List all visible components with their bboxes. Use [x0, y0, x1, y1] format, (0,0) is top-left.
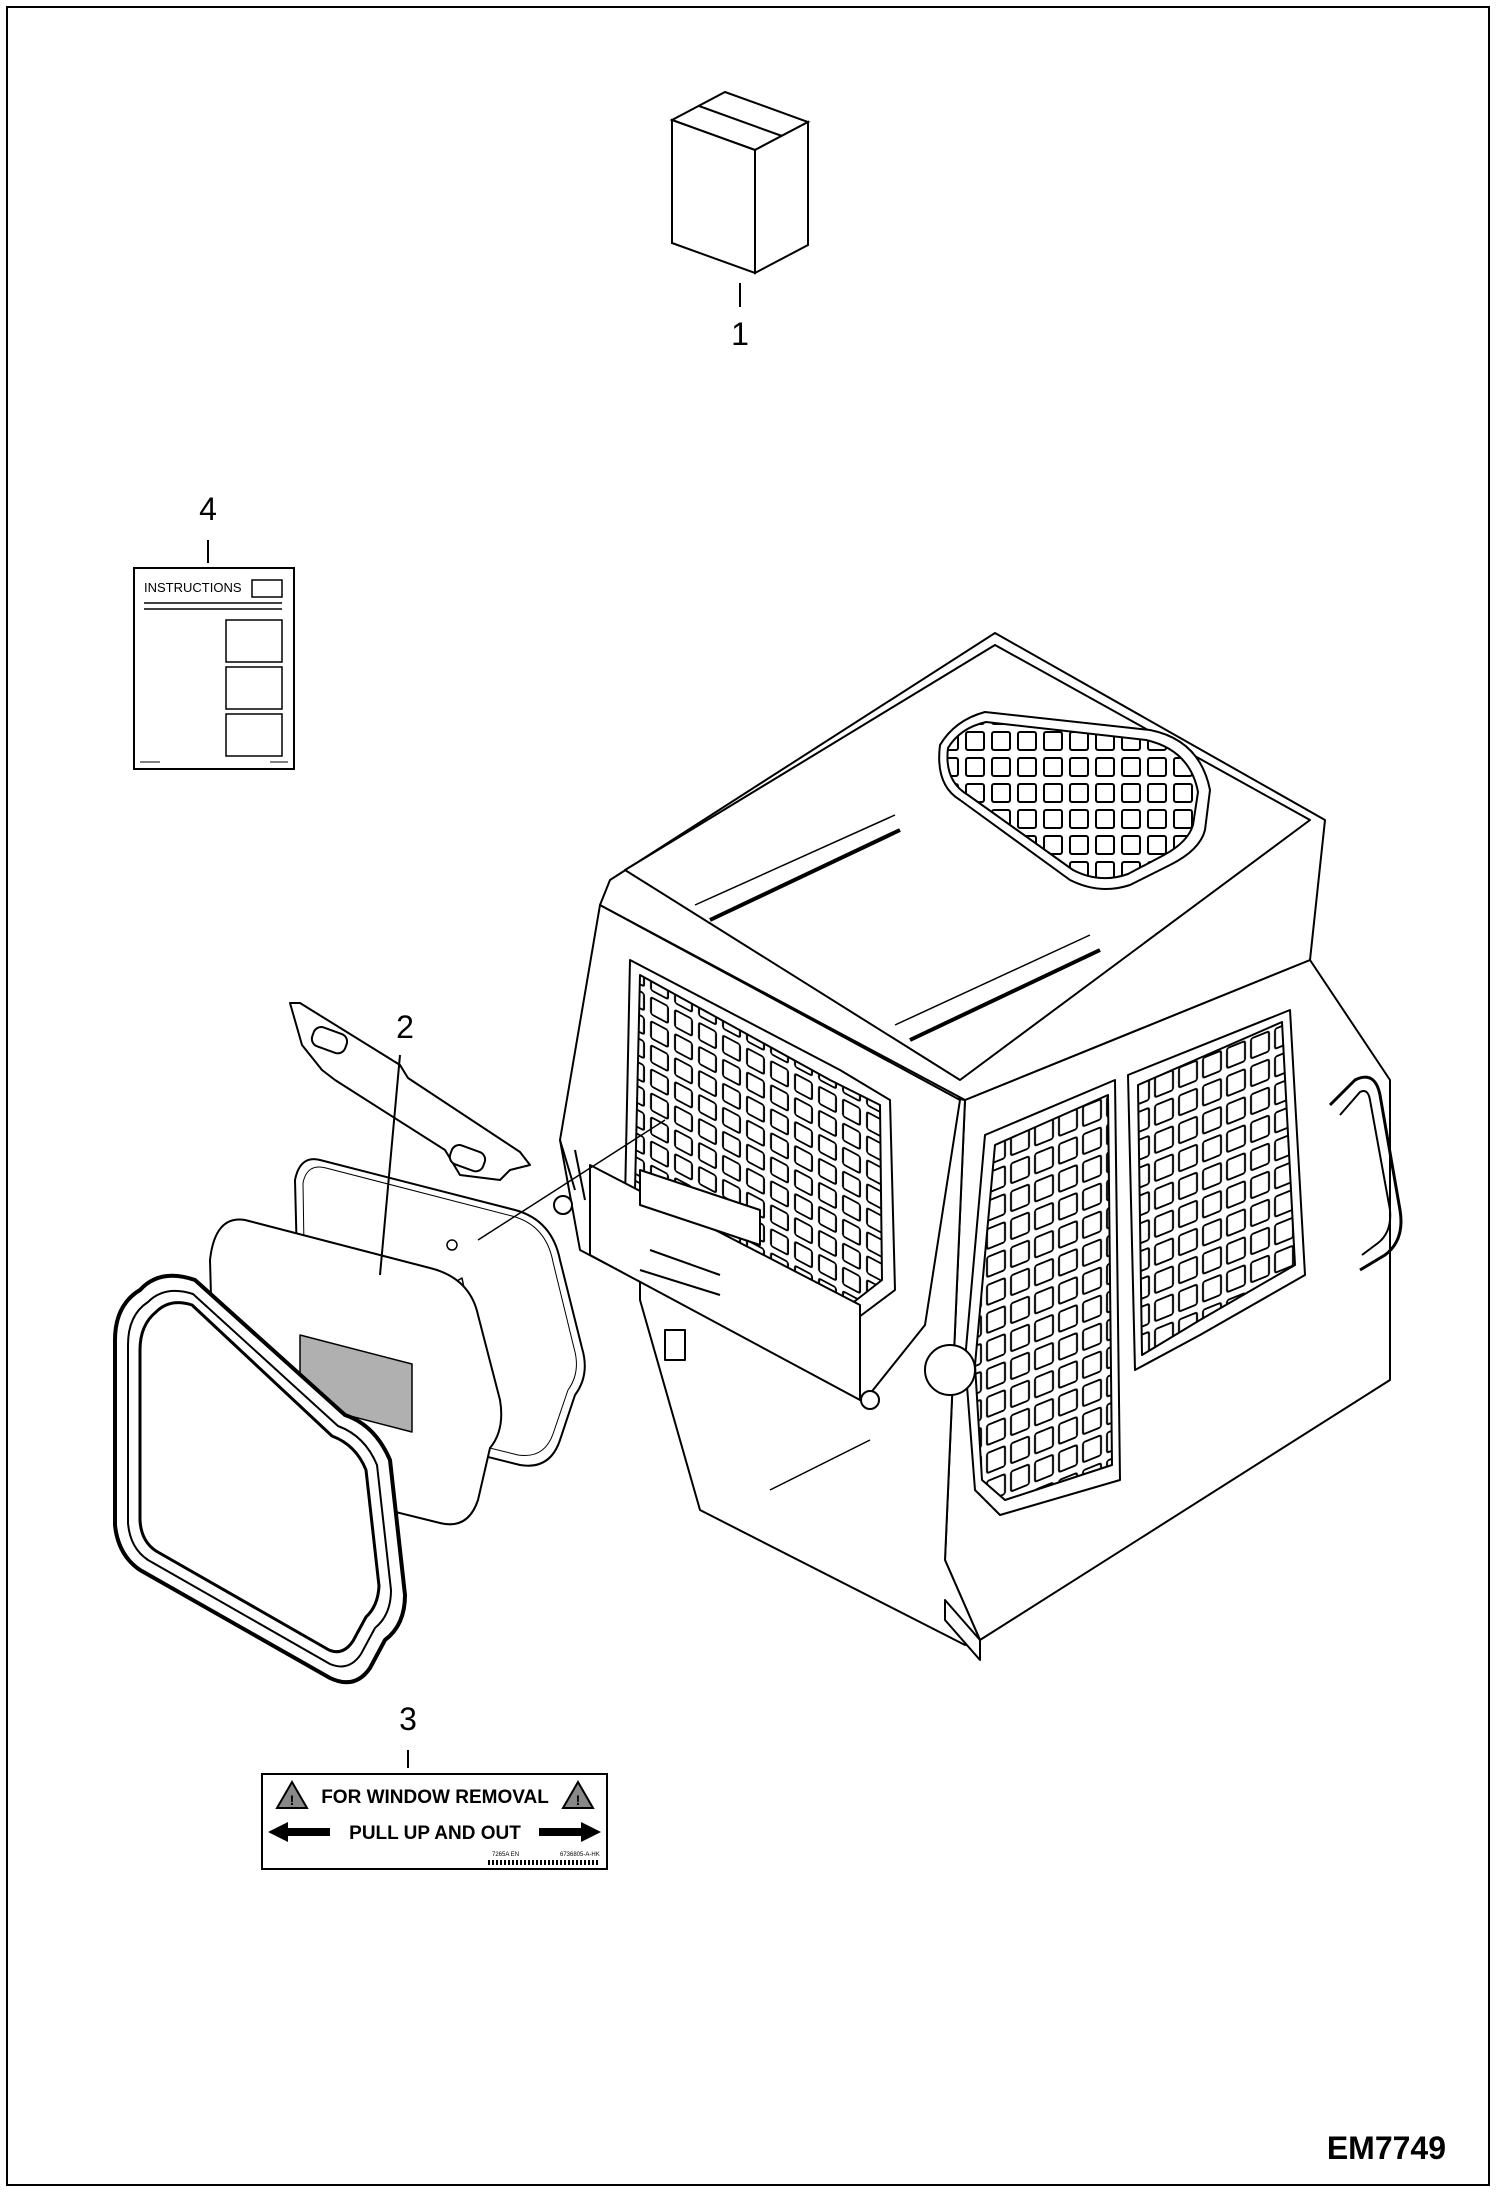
cab-frame [553, 632, 1403, 1661]
arrow-right-icon [539, 1822, 601, 1842]
callout-3: 3 [399, 1701, 417, 1737]
svg-text:!: ! [290, 1792, 295, 1808]
figure-id: EM7749 [1326, 2130, 1446, 2166]
warning-icon: ! [275, 1779, 309, 1809]
item-3-window-removal-decal: ! ! FOR WINDOW REMOVAL PULL UP AND OUT 7… [261, 1773, 608, 1870]
instructions-title: INSTRUCTIONS [144, 580, 242, 595]
svg-text:!: ! [576, 1792, 581, 1808]
callout-4: 4 [199, 491, 217, 527]
decal-part-number-left: 7265A EN [492, 1852, 519, 1858]
barcode [488, 1860, 598, 1865]
drawing-frame [6, 6, 1490, 2186]
arrow-left-icon [268, 1822, 330, 1842]
decal-part-number-right: 6736805-A-HK [560, 1852, 600, 1858]
decal-line-2: PULL UP AND OUT [349, 1823, 521, 1844]
callout-1: 1 [731, 316, 749, 352]
decal-line-1: FOR WINDOW REMOVAL [321, 1787, 549, 1808]
item-2-window-assembly [113, 1002, 586, 1685]
alignment-line-upper [477, 1119, 666, 1241]
item-1-kit-box [669, 90, 811, 275]
warning-icon: ! [561, 1779, 595, 1809]
item-4-instructions-sheet: INSTRUCTIONS [133, 567, 295, 770]
leader-line-2 [379, 1054, 401, 1276]
alignment-line-lower [769, 1439, 871, 1491]
callout-2: 2 [396, 1009, 414, 1045]
